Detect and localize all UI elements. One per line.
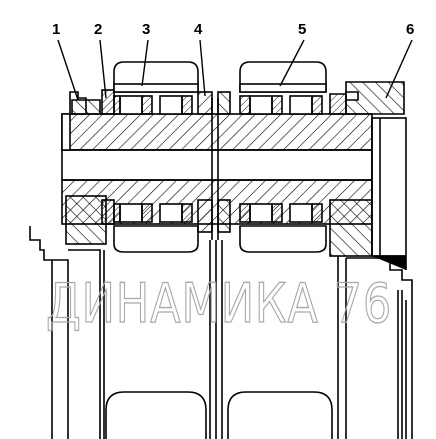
callout-3: 3	[142, 21, 150, 38]
leader-lines	[57, 39, 413, 101]
callout-2: 2	[94, 21, 102, 38]
watermark-text: ДИНАМИКА 76	[46, 272, 392, 335]
center-spacer-part-4	[197, 91, 231, 233]
callout-1: 1	[52, 21, 60, 38]
right-bearing-part-5	[239, 61, 327, 253]
left-bearing-part-3	[113, 61, 199, 253]
gear-part-6	[329, 81, 407, 270]
left-cover-part-1	[61, 91, 107, 245]
callout-6: 6	[406, 21, 414, 38]
callout-5: 5	[298, 21, 306, 38]
callout-4: 4	[194, 21, 203, 38]
callout-labels: 1 2 3 4 5 6	[52, 21, 414, 38]
